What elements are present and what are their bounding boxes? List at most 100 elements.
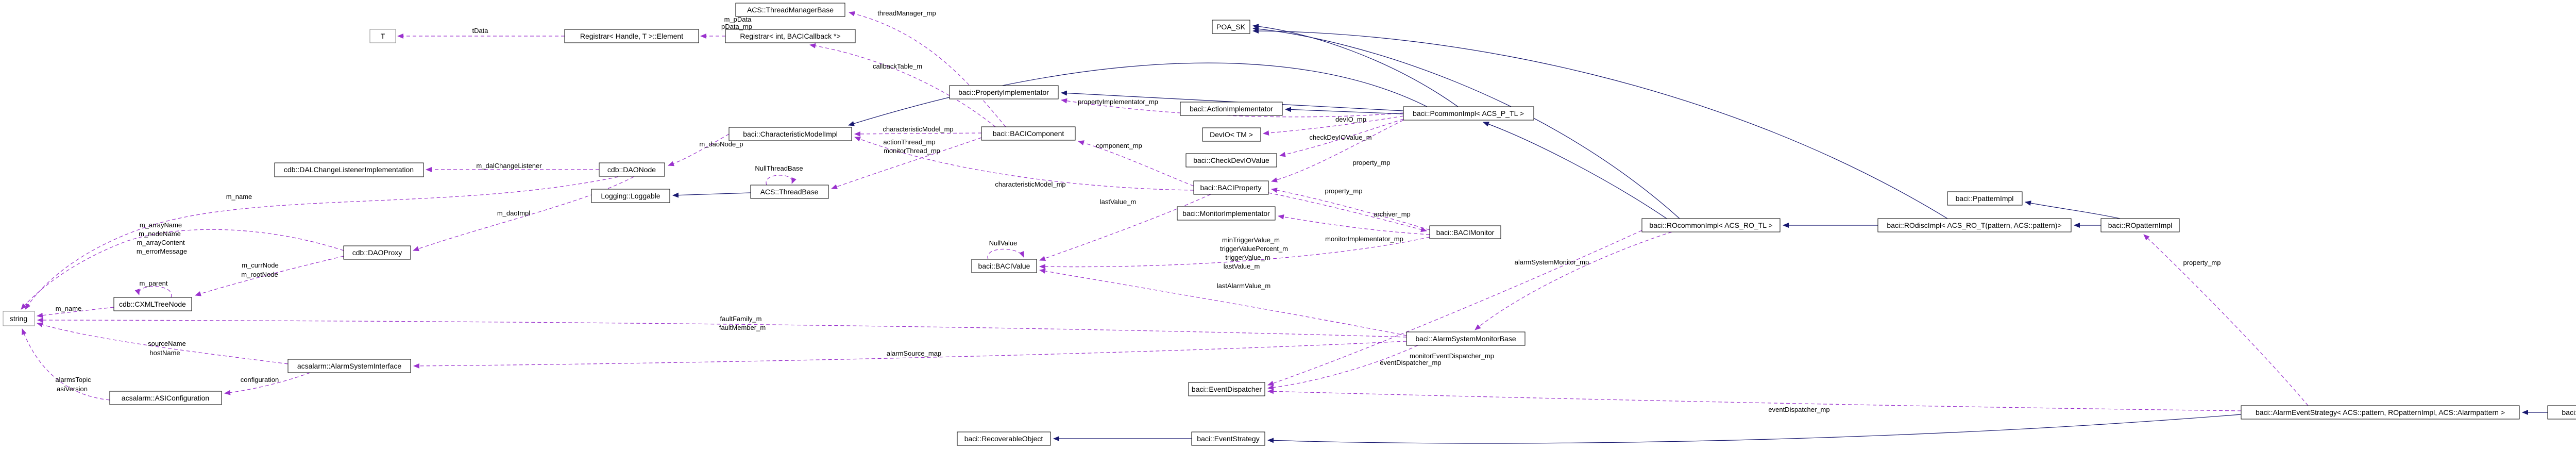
node-rodiscimpl-label: baci::ROdiscImpl< ACS_RO_T(pattern, ACS:… xyxy=(1887,221,2061,229)
node-propertyimplementator-label: baci::PropertyImplementator xyxy=(958,88,1049,96)
edge-label-asiversion: asiVersion xyxy=(57,385,88,393)
node-t[interactable]: T xyxy=(369,29,396,43)
member-edges xyxy=(21,11,2309,411)
node-bacimonitor[interactable]: baci::BACIMonitor xyxy=(1429,225,1501,239)
edge-label-characteristicmodel-mp-2: characteristicModel_mp xyxy=(995,180,1065,188)
node-rocommonimpl-box xyxy=(1641,218,1781,232)
node-recoverableobject[interactable]: baci::RecoverableObject xyxy=(957,431,1051,446)
edge-label-configuration: configuration xyxy=(241,376,279,384)
node-characteristicmodelimpl[interactable]: baci::CharacteristicModelImpl xyxy=(728,127,852,141)
node-devio[interactable]: DevIO< TM > xyxy=(1202,127,1261,142)
edge-monitorimplementator-mp xyxy=(1278,214,1430,235)
node-alarmsysteminterface[interactable]: acsalarm::AlarmSystemInterface xyxy=(287,359,411,373)
node-dalchangelistenerimplementation[interactable]: cdb::DALChangeListenerImplementation xyxy=(274,162,424,177)
edge-label-tdata: tData xyxy=(472,27,488,35)
node-bacicomponent[interactable]: baci::BACIComponent xyxy=(981,126,1076,141)
node-alarmsystemmonitorbase-box xyxy=(1406,331,1526,346)
edge-label-m-arrayname: m_arrayName xyxy=(140,221,182,229)
node-ropatternimpl[interactable]: baci::ROpatternImpl xyxy=(2100,218,2180,232)
node-dalchangelistenerimplementation-box xyxy=(274,162,424,177)
edge-label-component-mp: component_mp xyxy=(1096,142,1142,149)
node-registrar-element-label: Registrar< Handle, T >::Element xyxy=(580,32,683,40)
node-monitorimplementator-box xyxy=(1177,206,1276,221)
edge-component-mp xyxy=(1078,140,1194,187)
edge-label-monitoreventdispatcher-mp: monitorEventDispatcher_mp xyxy=(1410,352,1494,360)
inherit-rodisc-poask xyxy=(1252,28,1948,219)
node-loggable[interactable]: Logging::Loggable xyxy=(591,189,670,203)
node-threadbase-box xyxy=(750,185,829,199)
node-actionimplementator-box xyxy=(1180,102,1283,116)
edge-lastalarmvalue-m xyxy=(1039,268,1407,336)
node-checkdeviovalue[interactable]: baci::CheckDevIOValue xyxy=(1185,153,1277,168)
node-cxmltreenode[interactable]: cdb::CXMLTreeNode xyxy=(113,297,192,311)
edge-configuration xyxy=(224,372,311,395)
node-checkdeviovalue-label: baci::CheckDevIOValue xyxy=(1193,156,1269,164)
inherit-rocommon-pcommon xyxy=(1483,122,1667,219)
edge-label-alarmsystemmonitor-mp: alarmSystemMonitor_mp xyxy=(1515,258,1589,266)
node-alarmeventstrategy[interactable]: baci::AlarmEventStrategy< ACS::pattern, … xyxy=(2241,405,2520,420)
edge-label-characteristicmodel-mp: characteristicModel_mp xyxy=(883,125,953,133)
edge-m-daoimpl xyxy=(413,176,634,252)
node-daonode[interactable]: cdb::DAONode xyxy=(599,162,665,177)
node-threadmanagerbase[interactable]: ACS::ThreadManagerBase xyxy=(735,3,845,17)
node-asiconfiguration-box xyxy=(109,391,222,405)
edge-label-m-daonode-p: m_daoNode_p xyxy=(699,140,743,148)
node-threadbase[interactable]: ACS::ThreadBase xyxy=(750,185,829,199)
node-actionimplementator[interactable]: baci::ActionImplementator xyxy=(1180,102,1283,116)
node-ropatternimpl-label: baci::ROpatternImpl xyxy=(2108,221,2173,229)
node-ppatternimpl-box xyxy=(1947,191,2023,206)
edge-alarmstopic xyxy=(22,328,110,401)
edge-label-eventdispatcher-mp-2: eventDispatcher_mp xyxy=(1768,406,1829,413)
edge-labels: tData m_pData pData_mp threadManager_mp … xyxy=(55,9,2221,413)
node-alarmsystemmonitorbase-label: baci::AlarmSystemMonitorBase xyxy=(1415,335,1516,343)
node-checkdeviovalue-box xyxy=(1185,153,1277,168)
edge-label-actionthread-mp: actionThread_mp xyxy=(883,138,935,146)
node-alarmsysteminterface-label: acsalarm::AlarmSystemInterface xyxy=(297,362,401,370)
node-daonode-box xyxy=(599,162,665,177)
node-alarmeventstrategydisc-box xyxy=(2547,405,2576,420)
edge-nullvalue-loop xyxy=(987,248,1024,260)
node-bacivalue-label: baci::BACIValue xyxy=(978,262,1030,270)
node-string[interactable]: string xyxy=(3,311,35,326)
node-registrar-bacicallback[interactable]: Registrar< int, BACICallback *> xyxy=(725,29,856,43)
edge-actionthread-mp xyxy=(831,137,982,189)
inherit-aes-eventstrategy xyxy=(1267,414,2242,444)
node-ropatternimpl-box xyxy=(2100,218,2180,232)
node-alarmsystemmonitorbase[interactable]: baci::AlarmSystemMonitorBase xyxy=(1406,331,1526,346)
node-alarmeventstrategydisc-label: baci::AlarmEventStrategyDisc< ACS::patte… xyxy=(2562,408,2576,416)
node-pcommonimpl[interactable]: baci::PcommonImpl< ACS_P_TL > xyxy=(1403,106,1534,121)
edge-label-sourcename: sourceName xyxy=(148,340,186,347)
node-eventdispatcher[interactable]: baci::EventDispatcher xyxy=(1188,382,1265,396)
node-baciproperty-label: baci::BACIProperty xyxy=(1200,184,1261,192)
edge-label-eventdispatcher-mp-1: eventDispatcher_mp xyxy=(1380,359,1441,366)
node-eventstrategy[interactable]: baci::EventStrategy xyxy=(1191,431,1265,446)
node-bacivalue[interactable]: baci::BACIValue xyxy=(971,259,1037,273)
node-rocommonimpl-label: baci::ROcommonImpl< ACS_RO_TL > xyxy=(1649,221,1772,229)
node-loggable-label: Logging::Loggable xyxy=(601,192,660,200)
edge-label-hostname: hostName xyxy=(149,349,180,357)
node-registrar-bacicallback-label: Registrar< int, BACICallback *> xyxy=(740,32,840,40)
node-registrar-bacicallback-box xyxy=(725,29,856,43)
node-rocommonimpl[interactable]: baci::ROcommonImpl< ACS_RO_TL > xyxy=(1641,218,1781,232)
node-registrar-element[interactable]: Registrar< Handle, T >::Element xyxy=(564,29,699,43)
node-poa-sk[interactable]: POA_SK xyxy=(1212,20,1250,34)
edge-label-m-pdata: m_pData xyxy=(724,15,752,23)
node-monitorimplementator[interactable]: baci::MonitorImplementator xyxy=(1177,206,1276,221)
node-asiconfiguration[interactable]: acsalarm::ASIConfiguration xyxy=(109,391,222,405)
node-alarmeventstrategydisc[interactable]: baci::AlarmEventStrategyDisc< ACS::patte… xyxy=(2547,405,2576,420)
node-eventdispatcher-box xyxy=(1188,382,1265,396)
node-rodiscimpl[interactable]: baci::ROdiscImpl< ACS_RO_T(pattern, ACS:… xyxy=(1877,218,2072,232)
inherit-ropattern-ppattern xyxy=(2025,201,2121,219)
edge-monitoreventdispatcher-mp xyxy=(1267,230,1642,386)
node-daoproxy[interactable]: cdb::DAOProxy xyxy=(343,245,411,260)
edge-label-property-mp-2: property_mp xyxy=(1325,187,1363,195)
node-propertyimplementator[interactable]: baci::PropertyImplementator xyxy=(949,85,1059,99)
node-characteristicmodelimpl-label: baci::CharacteristicModelImpl xyxy=(743,130,838,138)
node-baciproperty[interactable]: baci::BACIProperty xyxy=(1193,180,1269,195)
node-threadmanagerbase-box xyxy=(735,3,845,17)
edge-label-alarmsource-map: alarmSource_map xyxy=(887,349,941,357)
inherit-pcommon-actionimplementator xyxy=(1285,107,1404,114)
edge-m-parent-loop xyxy=(134,286,172,298)
node-ppatternimpl[interactable]: baci::PpatternImpl xyxy=(1947,191,2023,206)
